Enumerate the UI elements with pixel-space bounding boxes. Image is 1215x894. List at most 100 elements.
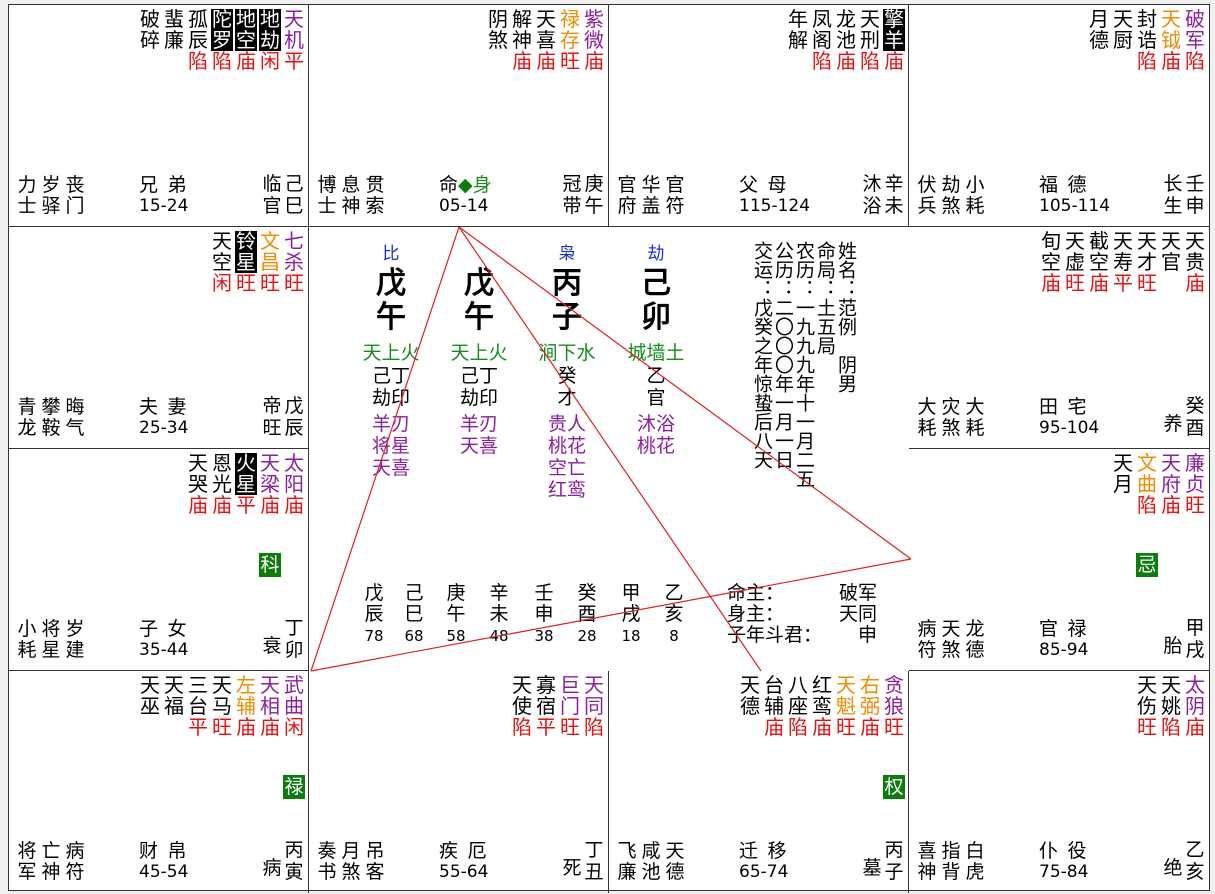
daxian-stem: 壬	[534, 582, 554, 604]
ganzhi-char: 酉	[1185, 417, 1205, 439]
star-brightness: 旺	[260, 271, 280, 295]
star-name-char: 喜	[536, 28, 556, 52]
god-char: 天	[665, 840, 685, 862]
stage-and-ganzhi: 胎甲戌	[1162, 617, 1206, 661]
ganzhi-char: 庚	[584, 173, 604, 195]
star: 孤辰陷	[186, 9, 210, 73]
star-brightness: 庙	[260, 493, 280, 517]
star-name-char: 神	[512, 28, 532, 52]
star-name-char: 太	[1185, 673, 1205, 697]
stage-and-ganzhi: 绝乙亥	[1162, 839, 1206, 883]
star-name-char: 池	[836, 28, 856, 52]
palace-name: 田 宅	[1039, 396, 1087, 418]
god-char: 喜	[917, 840, 937, 862]
star-name-char: 孤	[188, 7, 208, 31]
god-char: 盖	[641, 195, 661, 217]
star-name-char: 文	[1137, 451, 1157, 475]
star-brightness: 闲	[212, 271, 232, 295]
god-char: 耗	[965, 417, 985, 439]
star-name-char: 刑	[860, 28, 880, 52]
star: 天相庙	[258, 675, 282, 799]
hidden-ten-gods: 劫印	[459, 387, 498, 409]
star-name-char: 地	[259, 7, 281, 31]
ganzhi-char: 乙	[1185, 839, 1205, 861]
ganzhi-char: 壬	[1185, 173, 1205, 195]
ming-zhu-label: 命主：	[727, 582, 785, 604]
ganzhi-char: 丙	[284, 839, 304, 861]
stage-char: 病	[262, 857, 282, 879]
age-range: 75-84	[1039, 862, 1089, 882]
star: 陀罗陷	[210, 9, 234, 73]
star-list: 天德台辅庙八座陷红鸾庙天魁旺右弼庙贪狼旺权	[738, 675, 906, 799]
star: 天马旺	[210, 675, 234, 799]
god-char: 士	[17, 195, 37, 217]
god: 咸池	[639, 841, 663, 883]
ganzhi-char: 丑	[584, 861, 604, 883]
god: 息神	[339, 175, 363, 217]
star-name-char: 天	[1113, 451, 1133, 475]
heavenly-stem: 己	[641, 266, 671, 301]
heavenly-stem: 戊	[376, 266, 406, 301]
star-brightness: 旺	[284, 271, 304, 295]
info-value: 范例 阴男	[835, 298, 857, 393]
god: 青龙	[15, 397, 39, 439]
stage-and-ganzhi: 临官己巳	[261, 173, 305, 217]
star-name-char: 台	[188, 694, 208, 718]
ganzhi: 丁丑	[583, 839, 605, 883]
star: 红鸾庙	[810, 675, 834, 799]
star-name-char: 天	[740, 673, 760, 697]
star-name-char: 巫	[140, 694, 160, 718]
info-label: 农历：	[793, 241, 815, 298]
god-char: 咸	[641, 840, 661, 862]
minor-gods: 小耗将星岁建	[15, 619, 87, 661]
shensha-list: 贵人桃花空亡红鸾	[548, 413, 586, 501]
star-name-char: 破	[140, 7, 160, 31]
god: 丧门	[63, 175, 87, 217]
daxian-stem: 癸	[577, 582, 597, 604]
earthly-branch: 午	[376, 300, 406, 335]
changsheng-stage: 临官	[261, 173, 283, 217]
star-name-char: 姚	[1161, 694, 1181, 718]
star-name-char: 哭	[188, 472, 208, 496]
star-name-char: 天	[140, 673, 160, 697]
ming-zhu-value: 破军	[838, 582, 877, 604]
ganzhi-char: 子	[884, 861, 904, 883]
daxian-branch: 未	[489, 603, 509, 625]
god: 月煞	[339, 841, 363, 883]
god-char: 耗	[965, 195, 985, 217]
star-name-char: 福	[164, 694, 184, 718]
ganzhi-char: 丙	[884, 839, 904, 861]
god: 华盖	[639, 175, 663, 217]
god-char: 攀	[41, 396, 61, 418]
ganzhi-char: 巳	[284, 195, 304, 217]
palace-name: 仆 役	[1039, 840, 1087, 862]
minor-gods: 病符天煞龙德	[915, 619, 987, 661]
star-name-char: 座	[788, 694, 808, 718]
star-brightness: 庙	[764, 715, 784, 739]
star: 天府庙	[1159, 453, 1183, 577]
star-brightness: 闲	[284, 715, 304, 739]
shensha: 天喜	[459, 435, 498, 457]
god-char: 煞	[941, 417, 961, 439]
ganzhi-char: 申	[1185, 195, 1205, 217]
palace-name: 兄 弟	[139, 174, 187, 196]
star-name-char: 碎	[140, 28, 160, 52]
star-list: 月德天厨封诰陷天钺庙破军陷	[1087, 9, 1207, 73]
star: 廉贞旺	[1183, 453, 1207, 577]
star-brightness: 庙	[260, 715, 280, 739]
shensha-list: 羊刃将星天喜	[372, 413, 410, 479]
